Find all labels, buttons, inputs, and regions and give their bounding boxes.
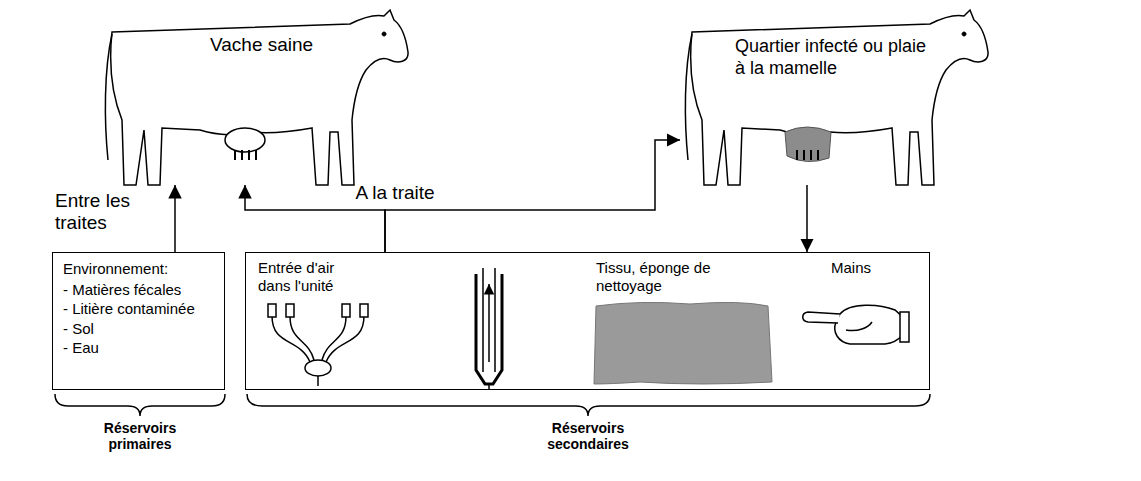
node-text: - Eau — [63, 338, 214, 357]
milk-tube — [322, 316, 346, 360]
curly-bracket — [55, 394, 225, 416]
hand-palm — [835, 305, 907, 344]
node-text: Environnement: — [63, 259, 214, 278]
teat-cup — [268, 304, 276, 317]
teat-cup — [342, 304, 350, 317]
primary-reservoir-box: Environnement: - Matières fécales- Litièr… — [52, 252, 225, 390]
short-tube — [488, 384, 490, 389]
milk-tube — [290, 316, 314, 360]
node-text: Quartier infecté ou plaie à la mamelle — [735, 36, 930, 79]
infected-quarter — [785, 127, 831, 162]
hand-cuff — [900, 312, 909, 342]
cow-body — [691, 10, 988, 185]
teat — [255, 150, 257, 160]
milk-hose — [317, 376, 319, 386]
group-label: Réservoirs secondaires — [528, 420, 648, 452]
teat — [817, 150, 819, 160]
teat — [796, 150, 798, 160]
node-text: - Sol — [63, 319, 214, 338]
node-text: - Matières fécales — [63, 280, 214, 299]
udder — [225, 128, 265, 152]
infected-cow: Quartier infecté ou plaie à la mamelle — [680, 10, 990, 185]
hand-thumb — [846, 322, 872, 331]
teat-cup — [286, 304, 294, 317]
phase-label: Entre les traites — [55, 190, 165, 234]
node-text: Mains — [831, 259, 901, 277]
teat-cup — [360, 304, 368, 317]
air-flow-arrow — [488, 284, 490, 362]
teat-cup-section — [476, 268, 502, 389]
cow-tail — [105, 34, 112, 160]
teat — [241, 150, 243, 160]
phase-label: A la traite — [320, 182, 470, 204]
flow-arrow — [806, 185, 808, 252]
cleaning-cloth — [594, 302, 772, 384]
curly-bracket — [247, 394, 930, 416]
group-label: Réservoirs primaires — [80, 420, 200, 452]
node-text: Entrée d'air dans l'unité — [258, 259, 368, 295]
teat — [803, 150, 805, 160]
teat — [248, 150, 250, 160]
milk-tube — [326, 316, 364, 362]
hand-finger — [803, 312, 840, 323]
cow-eye — [962, 32, 966, 36]
cow-tail — [685, 34, 692, 160]
cow-body — [111, 10, 408, 185]
milking-unit — [268, 304, 368, 386]
node-text: - Litière contaminée — [63, 299, 214, 318]
healthy-cow: Vache saine — [100, 10, 410, 185]
node-text: Vache saine — [210, 34, 370, 57]
teat — [234, 150, 236, 160]
flow-arrow — [174, 185, 176, 252]
hand-drawing — [803, 305, 909, 344]
cup-liner — [483, 268, 495, 372]
cow-eye — [382, 32, 386, 36]
secondary-reservoir-box: Entrée d'air dans l'unité Tissu, éponge d… — [245, 252, 930, 390]
teat — [810, 150, 812, 160]
node-text: Tissu, éponge de nettoyage — [596, 259, 736, 295]
cup-shell — [476, 274, 502, 384]
milking-claw — [305, 360, 331, 376]
